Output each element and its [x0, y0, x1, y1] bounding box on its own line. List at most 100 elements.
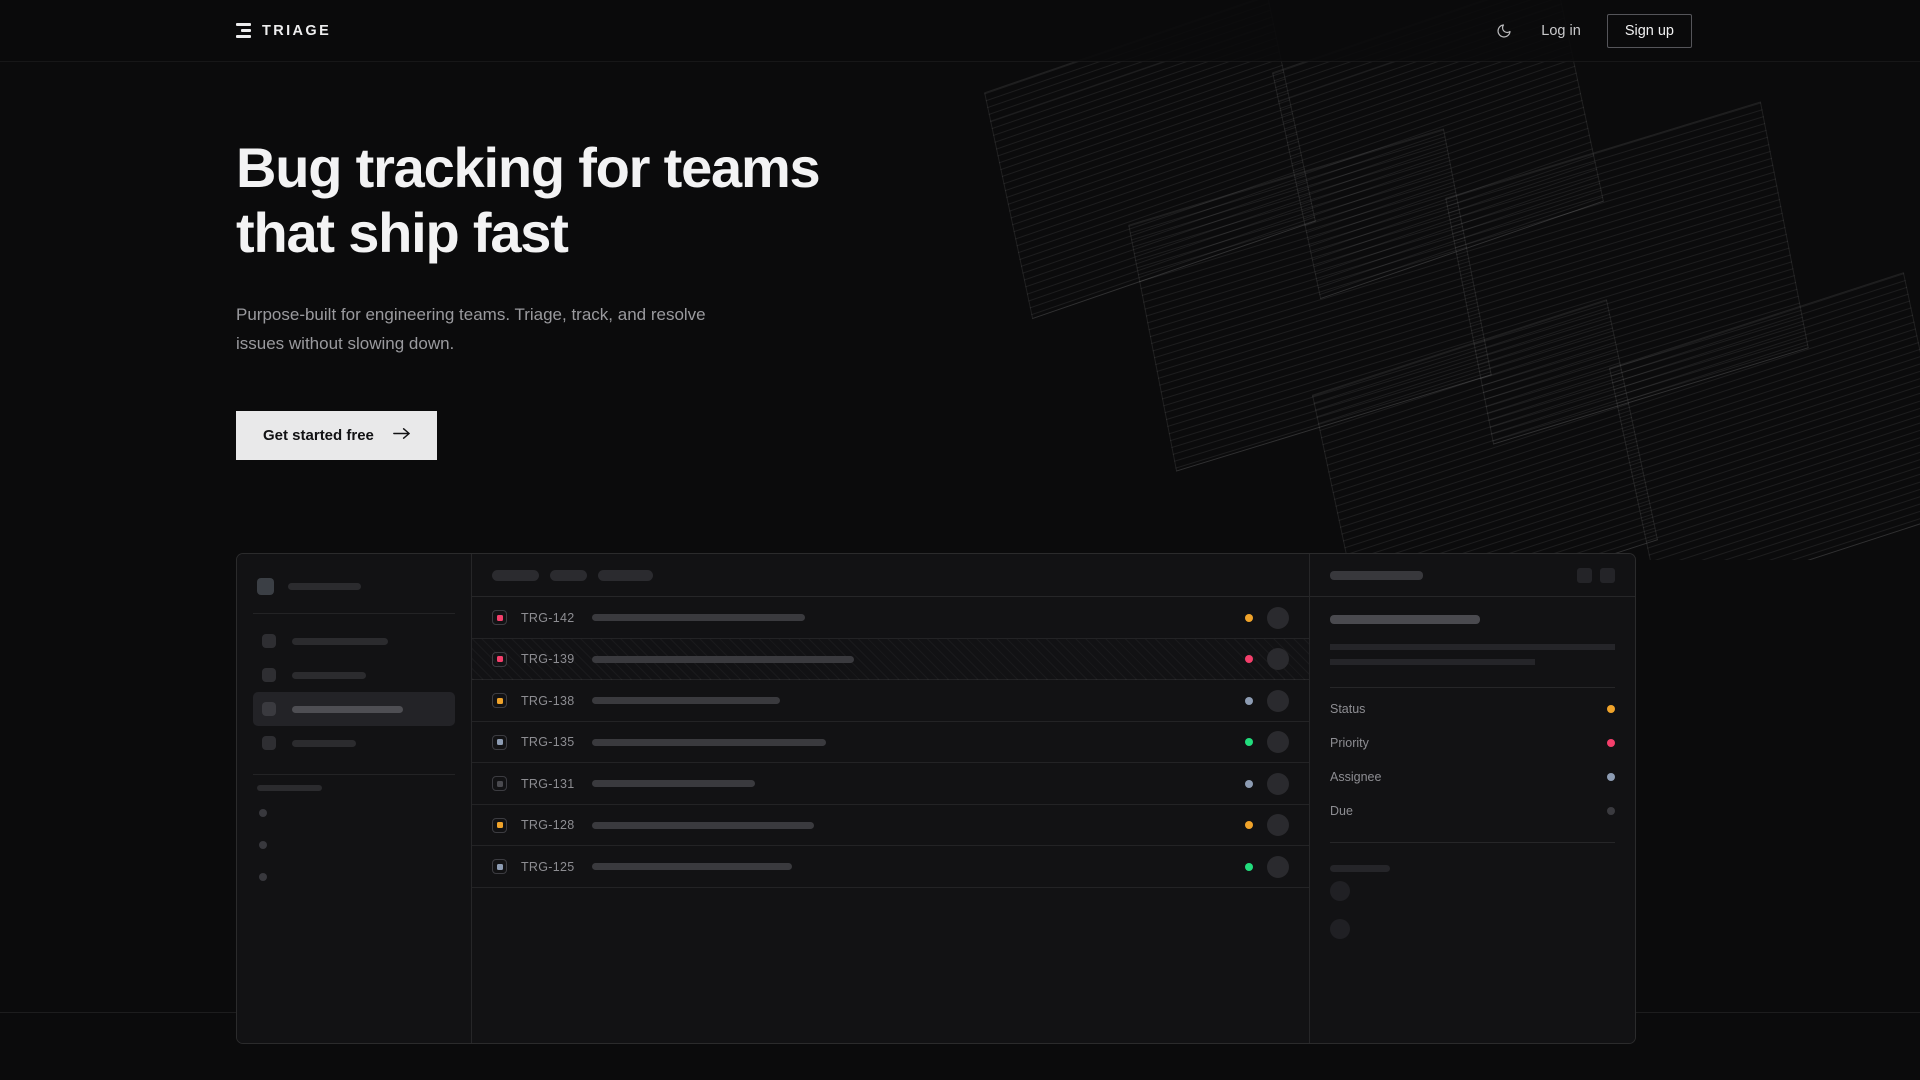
- issue-key: TRG-131: [521, 776, 575, 791]
- avatar: [1267, 731, 1289, 754]
- sidebar-sub-item-2[interactable]: [253, 829, 455, 861]
- property-row-status[interactable]: Status: [1330, 692, 1615, 726]
- hero-subheadline: Purpose-built for engineering teams. Tri…: [236, 304, 706, 354]
- detail-header-actions: [1577, 567, 1615, 583]
- avatar: [1267, 814, 1289, 837]
- detail-title-skeleton: [1330, 615, 1480, 625]
- issue-key: TRG-125: [521, 859, 575, 874]
- avatar: [1267, 606, 1289, 629]
- issue-title-skeleton: [592, 821, 814, 829]
- row-meta: [1245, 814, 1289, 837]
- sidebar-item-icon: [262, 736, 276, 751]
- sidebar-item-label-skeleton: [292, 637, 388, 645]
- activity-item: [1330, 910, 1615, 948]
- issue-type-icon: [492, 859, 507, 875]
- avatar: [1330, 881, 1350, 902]
- issue-title-skeleton: [592, 780, 755, 788]
- row-meta: [1245, 731, 1289, 754]
- table-row[interactable]: TRG-131: [472, 763, 1309, 805]
- priority-dot: [1245, 655, 1253, 664]
- sidebar-item-icon: [262, 668, 276, 683]
- sidebar-sub-item-3[interactable]: [253, 861, 455, 893]
- detail-divider: [1330, 842, 1615, 844]
- sidebar-divider: [253, 613, 455, 615]
- detail-breadcrumb-skeleton: [1330, 570, 1423, 580]
- sidebar-item-label-skeleton: [292, 671, 366, 679]
- workspace-avatar-icon: [257, 578, 274, 596]
- detail-action-1-button[interactable]: [1577, 567, 1592, 583]
- property-label: Priority: [1330, 736, 1369, 751]
- page-title: Bug tracking for teams that ship fast: [236, 136, 936, 266]
- detail-description-line: [1330, 644, 1615, 651]
- signup-button[interactable]: Sign up: [1606, 13, 1692, 48]
- toolbar-sort-pill[interactable]: [550, 569, 587, 581]
- sidebar-item-label-skeleton: [292, 705, 403, 713]
- issue-title-skeleton: [592, 614, 805, 622]
- moon-icon[interactable]: [1493, 20, 1515, 42]
- assignee-badge: [1607, 773, 1615, 782]
- workspace-switcher[interactable]: [253, 572, 455, 609]
- detail-action-2-button[interactable]: [1600, 567, 1615, 583]
- priority-dot: [1245, 738, 1253, 747]
- brand-logo[interactable]: TRIAGE: [236, 23, 331, 39]
- issue-key: TRG-138: [521, 693, 575, 708]
- sidebar-item-4[interactable]: [253, 726, 455, 760]
- issue-key: TRG-135: [521, 735, 575, 750]
- sidebar-section-label-skeleton: [257, 785, 322, 792]
- row-meta: [1245, 689, 1289, 712]
- table-row[interactable]: TRG-128: [472, 805, 1309, 847]
- sidebar-item-1[interactable]: [253, 624, 455, 658]
- row-meta: [1245, 855, 1289, 878]
- due-badge: [1607, 807, 1615, 816]
- sidebar-item-3-active[interactable]: [253, 692, 455, 727]
- cta-label: Get started free: [263, 427, 374, 445]
- issue-type-icon: [492, 651, 507, 667]
- priority-dot: [1245, 862, 1253, 871]
- property-row-assignee[interactable]: Assignee: [1330, 760, 1615, 794]
- sidebar-item-2[interactable]: [253, 658, 455, 692]
- property-row-priority[interactable]: Priority: [1330, 726, 1615, 760]
- table-row[interactable]: TRG-125: [472, 846, 1309, 888]
- issue-title-skeleton: [592, 697, 780, 705]
- login-link[interactable]: Log in: [1541, 22, 1581, 39]
- priority-badge: [1607, 739, 1615, 748]
- property-label: Due: [1330, 804, 1353, 819]
- toolbar-view-pill[interactable]: [598, 569, 653, 581]
- priority-dot: [1245, 613, 1253, 622]
- app-preview-mockup: TRG-142 TRG-139 TRG-138: [236, 553, 1636, 1045]
- table-row-selected[interactable]: TRG-139: [472, 638, 1309, 681]
- row-meta: [1245, 648, 1289, 671]
- issue-list-toolbar: [472, 554, 1309, 598]
- headline-line-1: Bug tracking for teams: [236, 136, 821, 199]
- property-row-due[interactable]: Due: [1330, 794, 1615, 828]
- detail-divider: [1330, 687, 1615, 689]
- hero-section: Bug tracking for teams that ship fast Pu…: [0, 62, 1920, 461]
- row-meta: [1245, 606, 1289, 629]
- priority-dot: [1245, 821, 1253, 830]
- top-navigation-bar: TRIAGE Log in Sign up: [0, 0, 1920, 62]
- bullet-icon: [259, 809, 267, 818]
- table-row[interactable]: TRG-135: [472, 722, 1309, 764]
- issue-key: TRG-139: [521, 652, 575, 667]
- issue-type-icon: [492, 817, 507, 833]
- issue-detail-panel: Status Priority Assignee: [1310, 554, 1635, 1044]
- issue-key: TRG-128: [521, 818, 575, 833]
- issue-type-icon: [492, 734, 507, 750]
- headline-line-2: that ship fast: [236, 200, 569, 264]
- issue-type-icon: [492, 776, 507, 792]
- activity-section: [1310, 847, 1635, 948]
- issue-title-skeleton: [592, 655, 854, 663]
- avatar: [1267, 772, 1289, 795]
- activity-item: [1330, 872, 1615, 910]
- app-sidebar: [237, 554, 472, 1044]
- table-row[interactable]: TRG-142: [472, 597, 1309, 639]
- table-row[interactable]: TRG-138: [472, 680, 1309, 722]
- activity-label-skeleton: [1330, 865, 1390, 873]
- detail-panel-body: Status Priority Assignee: [1310, 597, 1635, 847]
- toolbar-filter-pill[interactable]: [492, 569, 539, 581]
- get-started-button[interactable]: Get started free: [236, 411, 437, 461]
- status-badge: [1607, 705, 1615, 714]
- sidebar-sub-item-1[interactable]: [253, 797, 455, 829]
- workspace-name-skeleton: [288, 583, 361, 591]
